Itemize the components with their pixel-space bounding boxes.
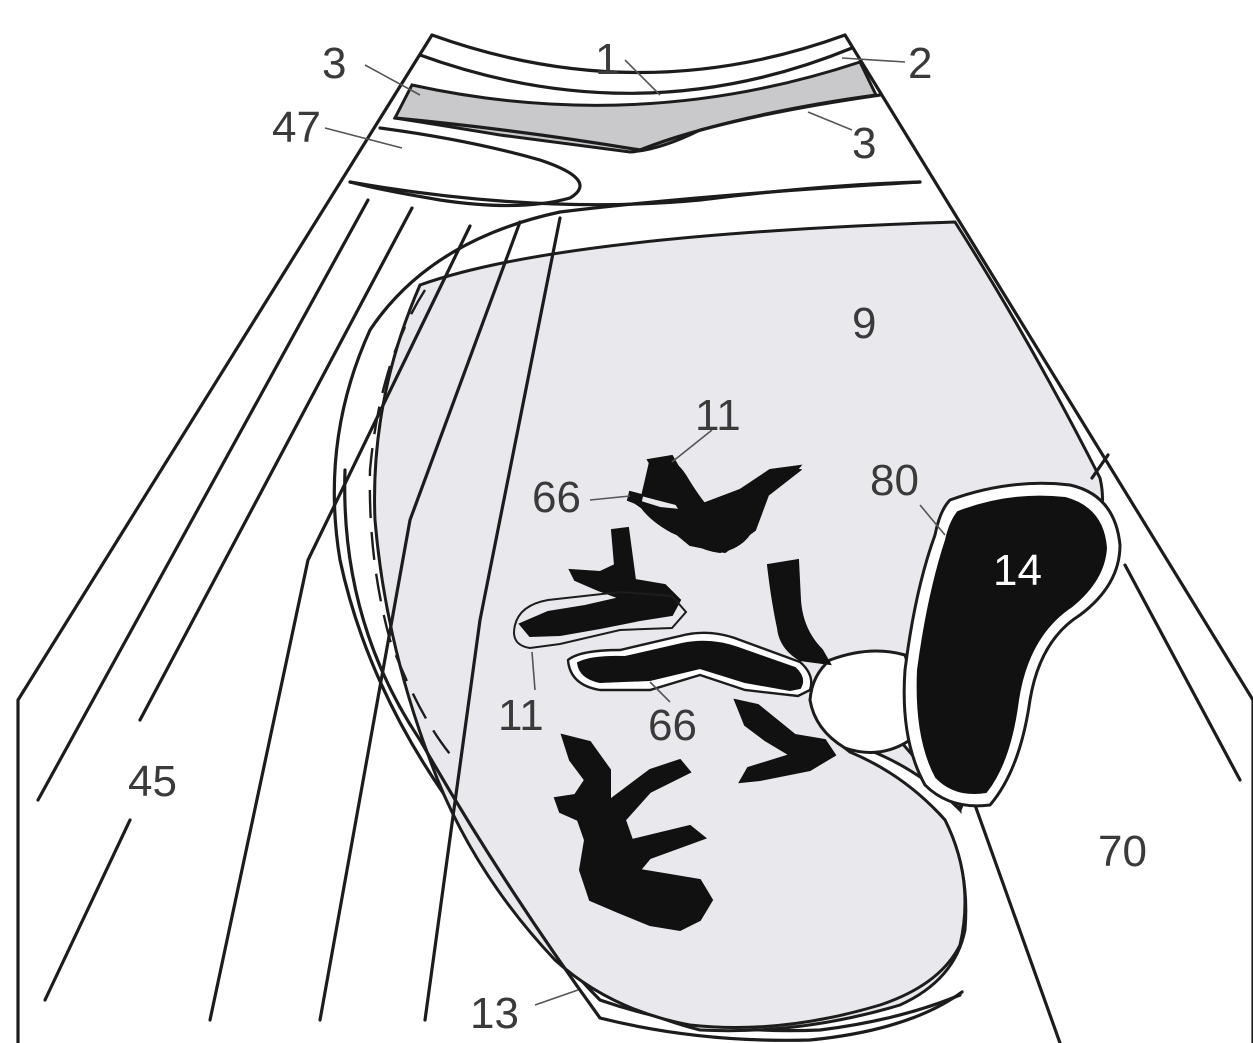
rib-shadow-line-6	[45, 820, 130, 1000]
label-45: 45	[128, 757, 177, 806]
rib-shadow-line-1	[38, 200, 368, 800]
right-line-diag	[975, 805, 1060, 1043]
label-1: 1	[595, 35, 619, 84]
label-66b: 66	[648, 701, 697, 750]
label-2: 2	[908, 39, 932, 88]
label-66a: 66	[532, 473, 581, 522]
skin-layer-1	[432, 35, 845, 73]
label-47: 47	[272, 103, 321, 152]
leader-1	[625, 60, 660, 95]
label-3a: 3	[322, 39, 346, 88]
right-line-lower	[1125, 565, 1240, 780]
label-80: 80	[870, 456, 919, 505]
diaphragm-line	[350, 182, 920, 205]
label-14: 14	[993, 546, 1042, 595]
label-9: 9	[852, 299, 876, 348]
leader-3b	[808, 112, 852, 130]
label-13: 13	[470, 989, 519, 1038]
leader-13	[535, 990, 578, 1005]
label-11b: 11	[498, 691, 544, 740]
label-70: 70	[1098, 827, 1147, 876]
label-11a: 11	[695, 391, 741, 440]
label-3b: 3	[852, 119, 876, 168]
leader-2	[842, 58, 905, 62]
